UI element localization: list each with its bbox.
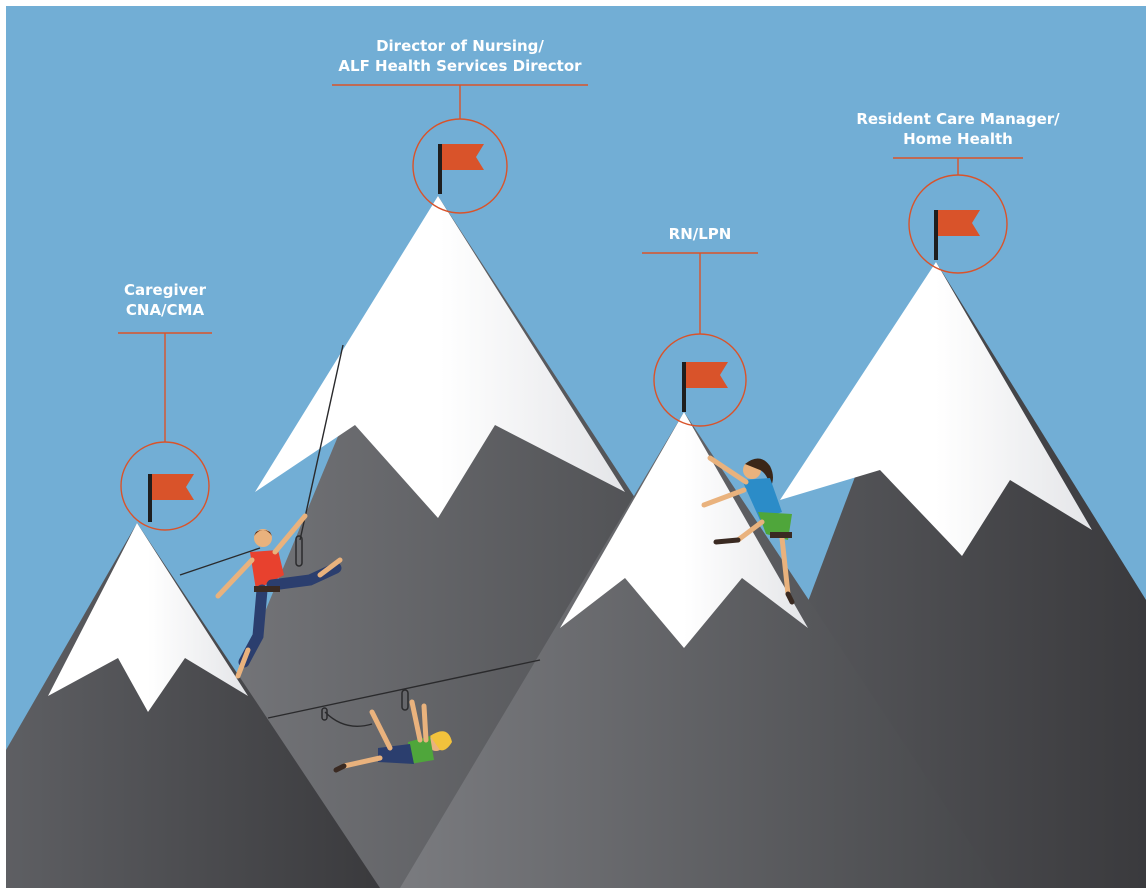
- rope-red-climber: [179, 547, 261, 576]
- flag-pole: [438, 144, 442, 194]
- climber-hair: [254, 530, 272, 536]
- rope-green-climber: [324, 711, 373, 727]
- peak-label-line: CNA/CMA: [126, 301, 205, 319]
- peak-label-line: Resident Care Manager/: [856, 110, 1060, 128]
- peak-resident-care: Resident Care Manager/Home Health: [856, 110, 1060, 274]
- climber-red: [215, 513, 343, 679]
- flag-banner: [442, 144, 484, 170]
- climber-arm-forward: [701, 487, 747, 508]
- flag-banner: [938, 210, 980, 236]
- climber-leg-down-skin: [235, 647, 251, 679]
- climber-harness: [770, 532, 792, 538]
- climber-leg-up: [369, 709, 393, 751]
- flag-circle: [412, 118, 508, 214]
- climber-arm-up-2: [421, 703, 429, 743]
- peak-label-line: Caregiver: [124, 281, 207, 299]
- climber-leg-down-foot: [785, 591, 795, 605]
- climber-head: [254, 529, 272, 547]
- peak-label-line: RN/LPN: [669, 225, 732, 243]
- climber-green: [321, 689, 452, 773]
- flag-circle: [120, 441, 210, 531]
- climber-leg-down-foot: [333, 763, 347, 773]
- climber-torso: [250, 550, 284, 590]
- climber-leg-down: [341, 755, 383, 769]
- flag-icon: [148, 474, 194, 522]
- climber-leg-down: [779, 535, 791, 597]
- carabiner: [321, 707, 328, 721]
- climber-arm-up: [272, 513, 308, 555]
- climber-torso: [408, 736, 434, 764]
- rope-vertical: [299, 344, 344, 541]
- flag-icon: [682, 362, 728, 412]
- flag-banner: [152, 474, 194, 500]
- flag-icon: [438, 144, 484, 194]
- climber-arm-down: [215, 557, 255, 599]
- flag-icon: [934, 210, 980, 260]
- carabiner: [401, 689, 409, 711]
- ropes: [179, 344, 541, 727]
- climber-blue: [701, 455, 795, 605]
- peak-label-line: ALF Health Services Director: [338, 57, 582, 75]
- climber-pants: [378, 744, 414, 764]
- mountain-rn-lpn: [400, 412, 1000, 888]
- rope-traverse: [267, 659, 541, 719]
- mountain-caregiver: [6, 523, 380, 888]
- carabiner: [295, 535, 303, 567]
- climber-leg-bent: [735, 519, 765, 543]
- climber-arm-up: [409, 699, 423, 743]
- peak-rn-lpn: RN/LPN: [642, 225, 758, 427]
- peak-label-line: Home Health: [903, 130, 1013, 148]
- climber-leg-bent-foot: [713, 537, 741, 545]
- flag-pole: [682, 362, 686, 412]
- climber-leg-up-skin: [317, 557, 343, 578]
- climber-arm-up: [707, 455, 749, 485]
- flag-pole: [148, 474, 152, 522]
- climber-harness: [254, 586, 280, 592]
- climber-torso: [742, 478, 782, 520]
- flag-pole: [934, 210, 938, 260]
- peak-label-line: Director of Nursing/: [376, 37, 544, 55]
- climber-hair: [430, 731, 452, 751]
- flag-circle: [653, 333, 747, 427]
- flag-banner: [686, 362, 728, 388]
- climber-ponytail: [745, 458, 773, 488]
- peak-director: Director of Nursing/ALF Health Services …: [332, 37, 588, 214]
- flag-circle: [908, 174, 1008, 274]
